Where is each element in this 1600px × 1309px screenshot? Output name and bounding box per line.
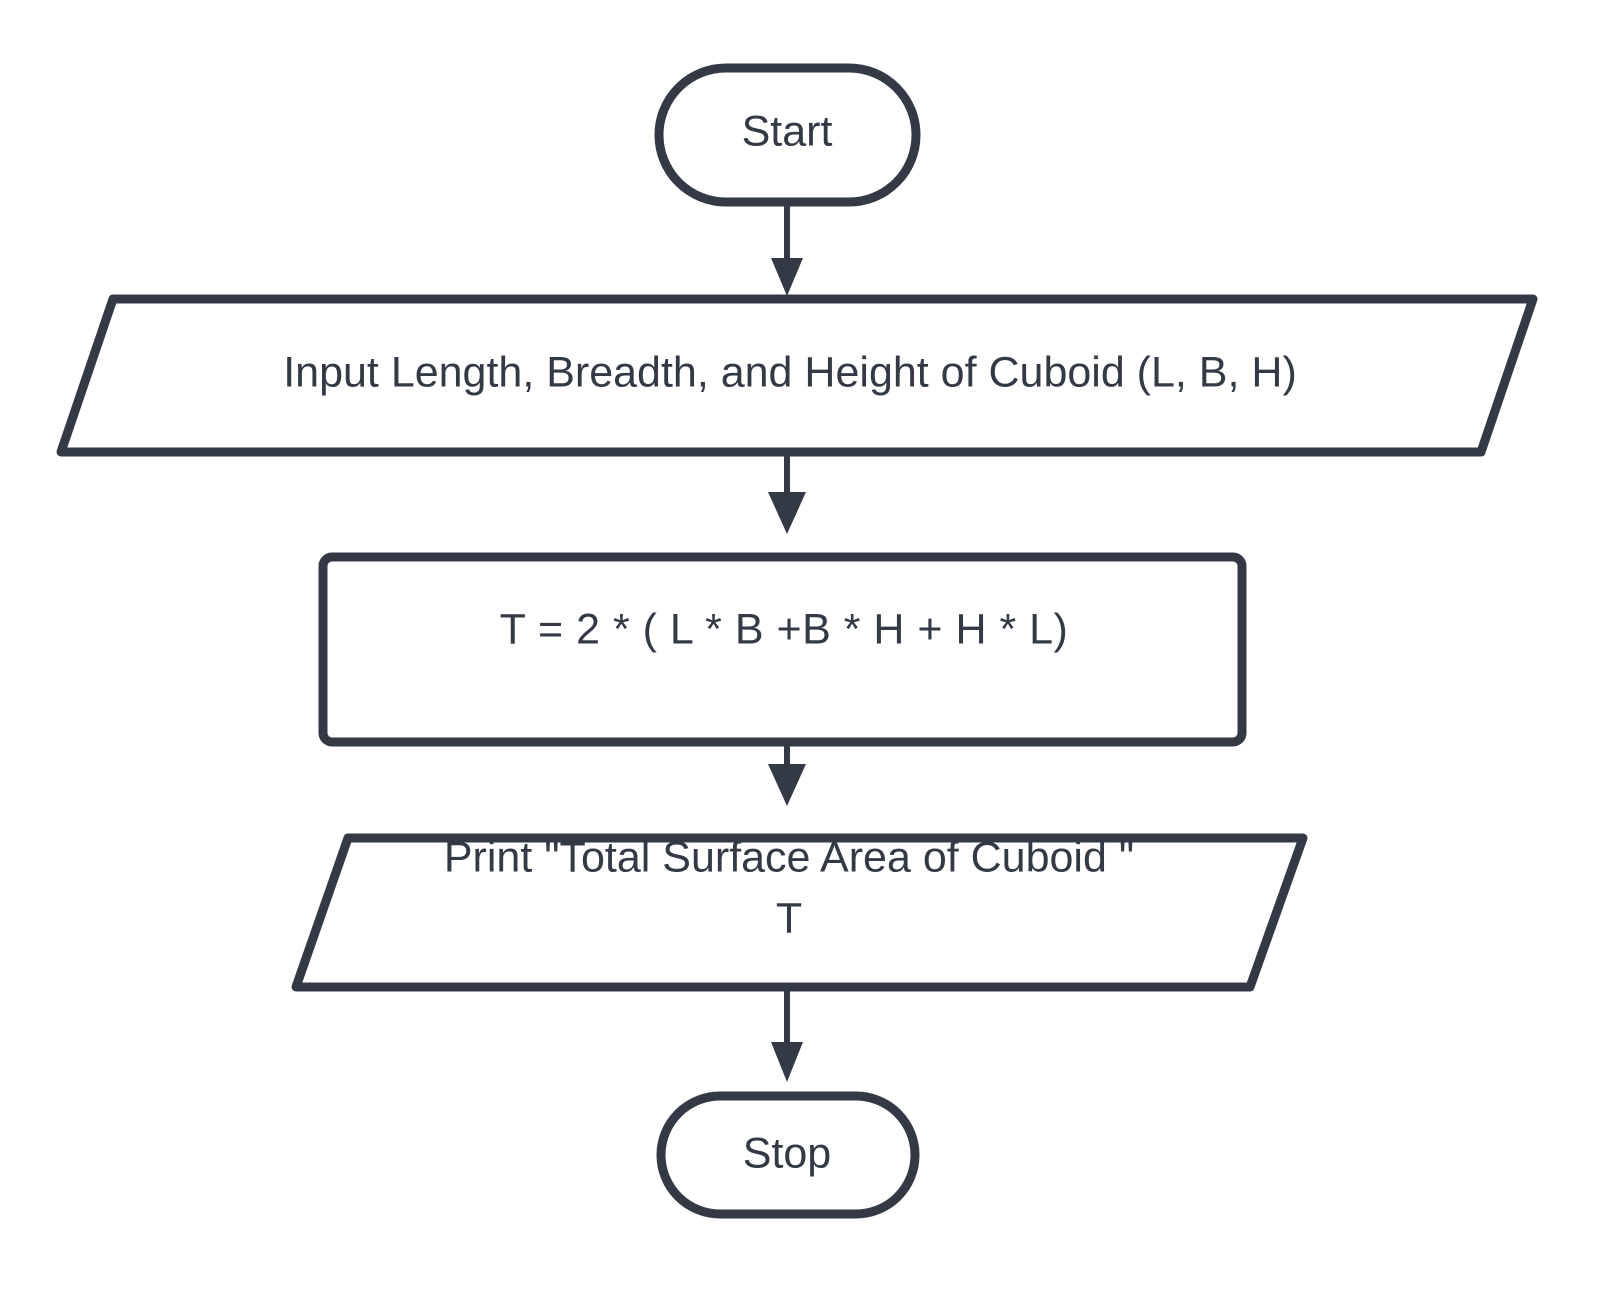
node-process-label: T = 2 * ( L * B +B * H + H * L)	[500, 605, 1069, 653]
node-start[interactable]: Start	[654, 63, 921, 207]
node-print-shape[interactable]	[291, 833, 1308, 992]
node-input-shape[interactable]	[56, 294, 1538, 457]
node-stop[interactable]: Stop	[656, 1091, 920, 1219]
node-print-label-line2: T	[776, 894, 802, 942]
edge-input-to-process-arrowhead	[768, 492, 806, 534]
node-start-shape[interactable]	[654, 63, 921, 207]
node-stop-shape[interactable]	[656, 1091, 920, 1219]
node-process[interactable]: T = 2 * ( L * B +B * H + H * L)	[318, 552, 1247, 747]
edge-process-to-print-arrowhead	[768, 764, 806, 806]
node-input-label: Input Length, Breadth, and Height of Cub…	[283, 348, 1297, 396]
node-process-shape[interactable]	[318, 552, 1247, 747]
node-print[interactable]: Print "Total Surface Area of Cuboid " T	[291, 833, 1308, 992]
edge-process-to-print	[768, 742, 806, 806]
edge-print-to-stop-arrowhead	[771, 1042, 803, 1082]
node-stop-label: Stop	[743, 1129, 831, 1177]
edge-start-to-input	[771, 202, 803, 296]
node-print-label-line1: Print "Total Surface Area of Cuboid "	[444, 833, 1134, 881]
node-input[interactable]: Input Length, Breadth, and Height of Cub…	[56, 294, 1538, 457]
edge-input-to-process	[768, 452, 806, 534]
edge-print-to-stop	[771, 987, 803, 1082]
edge-start-to-input-arrowhead	[771, 258, 803, 296]
node-start-label: Start	[742, 107, 833, 155]
